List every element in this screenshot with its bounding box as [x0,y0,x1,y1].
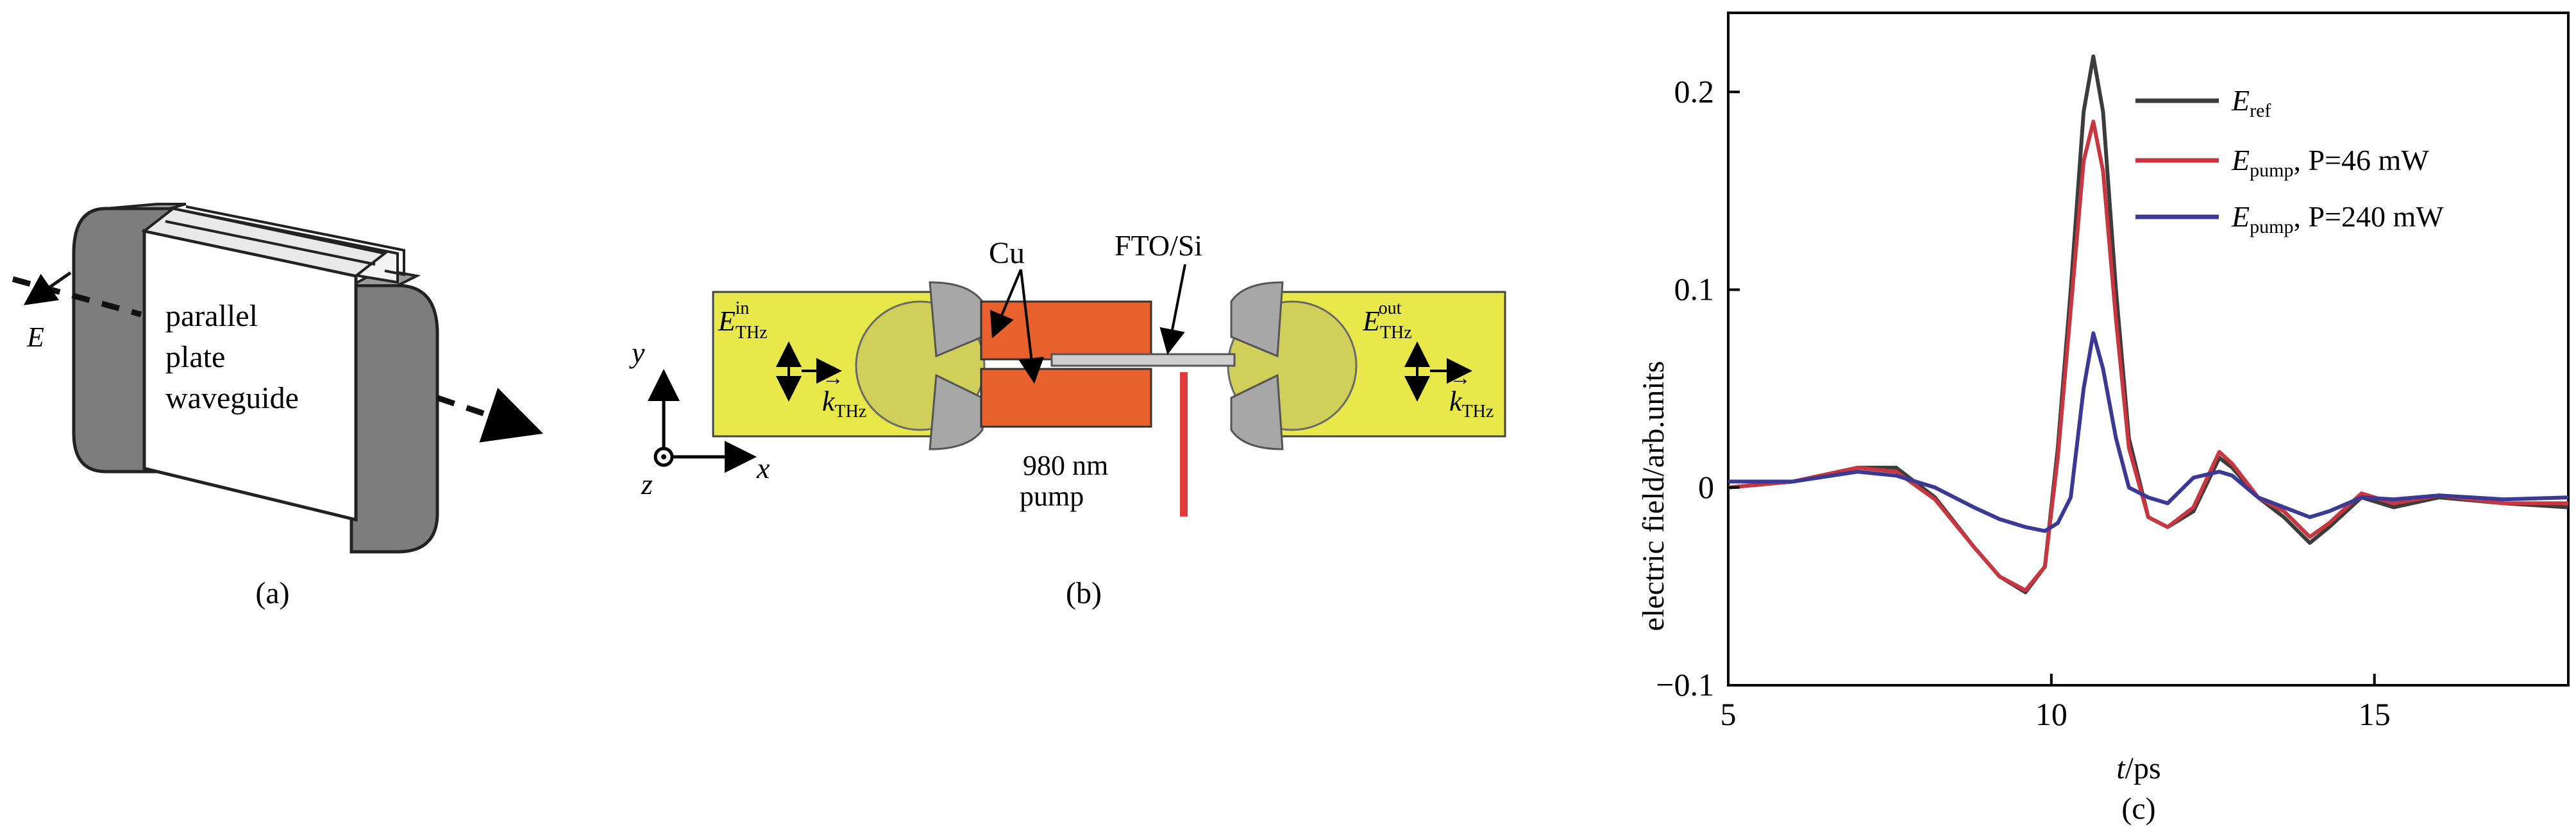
legend-ref-text: Eref [2231,84,2271,121]
pump-label-line-2: pump [1020,481,1084,512]
panel-a: E parallel plate waveguide (a) [12,203,544,610]
legend-46mw-text: Epump, P=46 mW [2231,144,2429,181]
y-tick-label: 0 [1698,469,1714,505]
k-thz-in-label: kTHz [822,386,866,422]
chart-plot-area [1727,12,2570,687]
waveguide-plate [142,228,358,522]
waveguide-label-line-2: plate [165,340,225,374]
panel-c-label: (c) [2121,792,2155,826]
cu-block-top [980,300,1152,361]
x-axis-title: t/ps [2116,751,2160,785]
e-field-symbol: E [26,321,44,353]
e-thz-in-label: ETHzin [718,298,768,343]
fto-si-label: FTO/Si [1115,229,1202,262]
axis-z-label: z [641,468,653,500]
panel-b: Cu FTO/Si 980 nm pump ETHzin kTHz → ETHz… [629,229,1506,610]
e-field-arrow [23,271,72,305]
x-tick-label: 5 [1721,696,1737,732]
chart-series-group [1728,54,2569,595]
beam-out-arrow [436,388,544,443]
output-coupler-top [1230,281,1284,358]
waveguide-label-line-1: parallel [165,299,258,333]
beam-in [12,276,142,318]
chart-ticks-group: 5 10 15 −0.1 0 0.1 0.2 [1656,73,2390,732]
coordinate-axes: y x z [629,336,770,500]
panel-b-label: (b) [1066,576,1102,610]
y-tick-label: 0.2 [1674,73,1715,109]
cu-label: Cu [989,236,1025,270]
waveguide-label-line-3: waveguide [165,381,299,415]
panel-c: 5 10 15 −0.1 0 0.1 0.2 electric field/arb.unit… [1637,12,2570,826]
input-coupler-bottom [929,373,984,450]
svg-text:→: → [822,366,844,390]
axis-y-label: y [629,336,645,369]
x-tick-label: 15 [2359,696,2391,732]
k-thz-out-label: kTHz [1449,386,1494,422]
pump-label-line-1: 980 nm [1023,450,1108,481]
e-thz-out-label: ETHzout [1362,298,1412,343]
chart-frame [1727,12,2570,687]
right-electrode [349,268,439,554]
axis-x-label: x [756,452,770,484]
y-tick-label: 0.1 [1674,271,1715,307]
pump-beam [1180,372,1188,517]
fto-si-sample [1050,353,1236,367]
panel-a-label: (a) [255,576,289,610]
legend-240mw-text: Epump, P=240 mW [2231,200,2444,237]
x-tick-label: 10 [2035,696,2067,732]
cu-block-bottom [980,368,1152,428]
series-line-1 [1728,119,2568,592]
svg-text:→: → [1449,366,1471,390]
series-line-2 [1728,331,2569,533]
output-coupler-bottom [1230,373,1284,450]
y-axis-title: electric field/arb.units [1637,361,1671,631]
y-tick-label: −0.1 [1656,667,1714,703]
chart-legend: Eref Epump, P=46 mW Epump, P=240 mW [2135,84,2444,237]
